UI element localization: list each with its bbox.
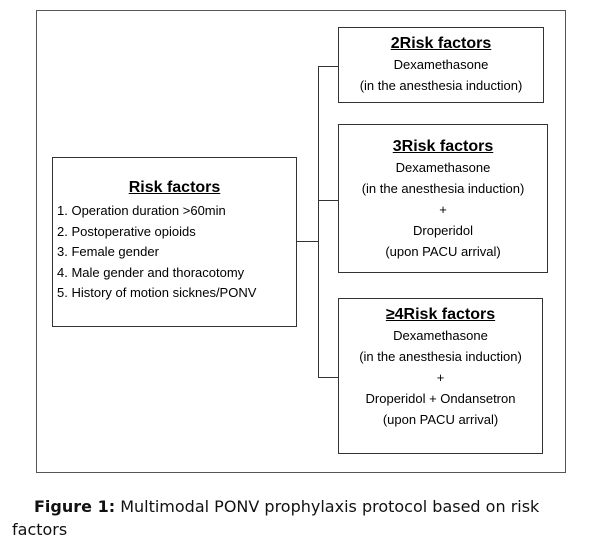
diagram-frame xyxy=(36,10,566,473)
box-line: + xyxy=(436,370,445,385)
box-line: (in the anesthesia induction) xyxy=(361,181,525,196)
box-line: Dexamethasone xyxy=(393,328,488,343)
box-line: Droperidol + Ondansetron xyxy=(365,391,516,406)
figure-caption: Figure 1: Multimodal PONV prophylaxis pr… xyxy=(12,495,582,541)
box-line: Droperidol xyxy=(413,223,473,238)
four-plus-risk-factors-box: ≥4Risk factors Dexamethasone (in the ane… xyxy=(338,298,543,454)
box-line: + xyxy=(439,202,447,217)
caption-label: Figure 1: xyxy=(34,497,116,516)
two-risk-factors-box: 2Risk factors Dexamethasone (in the anes… xyxy=(338,27,544,103)
box-line: (upon PACU arrival) xyxy=(385,244,501,259)
three-risk-factors-box: 3Risk factors Dexamethasone (in the anes… xyxy=(338,124,548,273)
risk-factor-item: 1. Operation duration >60min xyxy=(57,203,226,218)
box-line: (upon PACU arrival) xyxy=(382,412,499,427)
four-plus-risk-factors-title: ≥4Risk factors xyxy=(385,306,496,323)
caption-text: Multimodal PONV prophylaxis protocol bas… xyxy=(115,497,540,516)
connector-left-horizontal xyxy=(297,241,319,242)
connector-to-box-4 xyxy=(318,377,338,378)
connector-vertical xyxy=(318,66,319,378)
connector-to-box-2 xyxy=(318,66,338,67)
caption-text-continued: factors xyxy=(12,520,68,539)
two-risk-factors-title: 2Risk factors xyxy=(390,35,492,52)
connector-to-box-3 xyxy=(318,200,338,201)
risk-factor-item: 5. History of motion sicknes/PONV xyxy=(57,285,257,300)
box-line: Dexamethasone xyxy=(395,160,491,175)
box-line: Dexamethasone xyxy=(393,57,489,72)
three-risk-factors-title: 3Risk factors xyxy=(392,138,494,155)
risk-factor-item: 4. Male gender and thoracotomy xyxy=(57,264,245,280)
box-line: (in the anesthesia induction) xyxy=(359,349,522,364)
risk-factors-title: Risk factors xyxy=(128,179,221,196)
risk-factor-item: 2. Postoperative opioids xyxy=(57,223,196,239)
risk-factor-item: 3. Female gender xyxy=(57,244,159,259)
box-line: (in the anesthesia induction) xyxy=(359,78,523,93)
risk-factors-box: Risk factors 1. Operation duration >60mi… xyxy=(52,157,297,327)
